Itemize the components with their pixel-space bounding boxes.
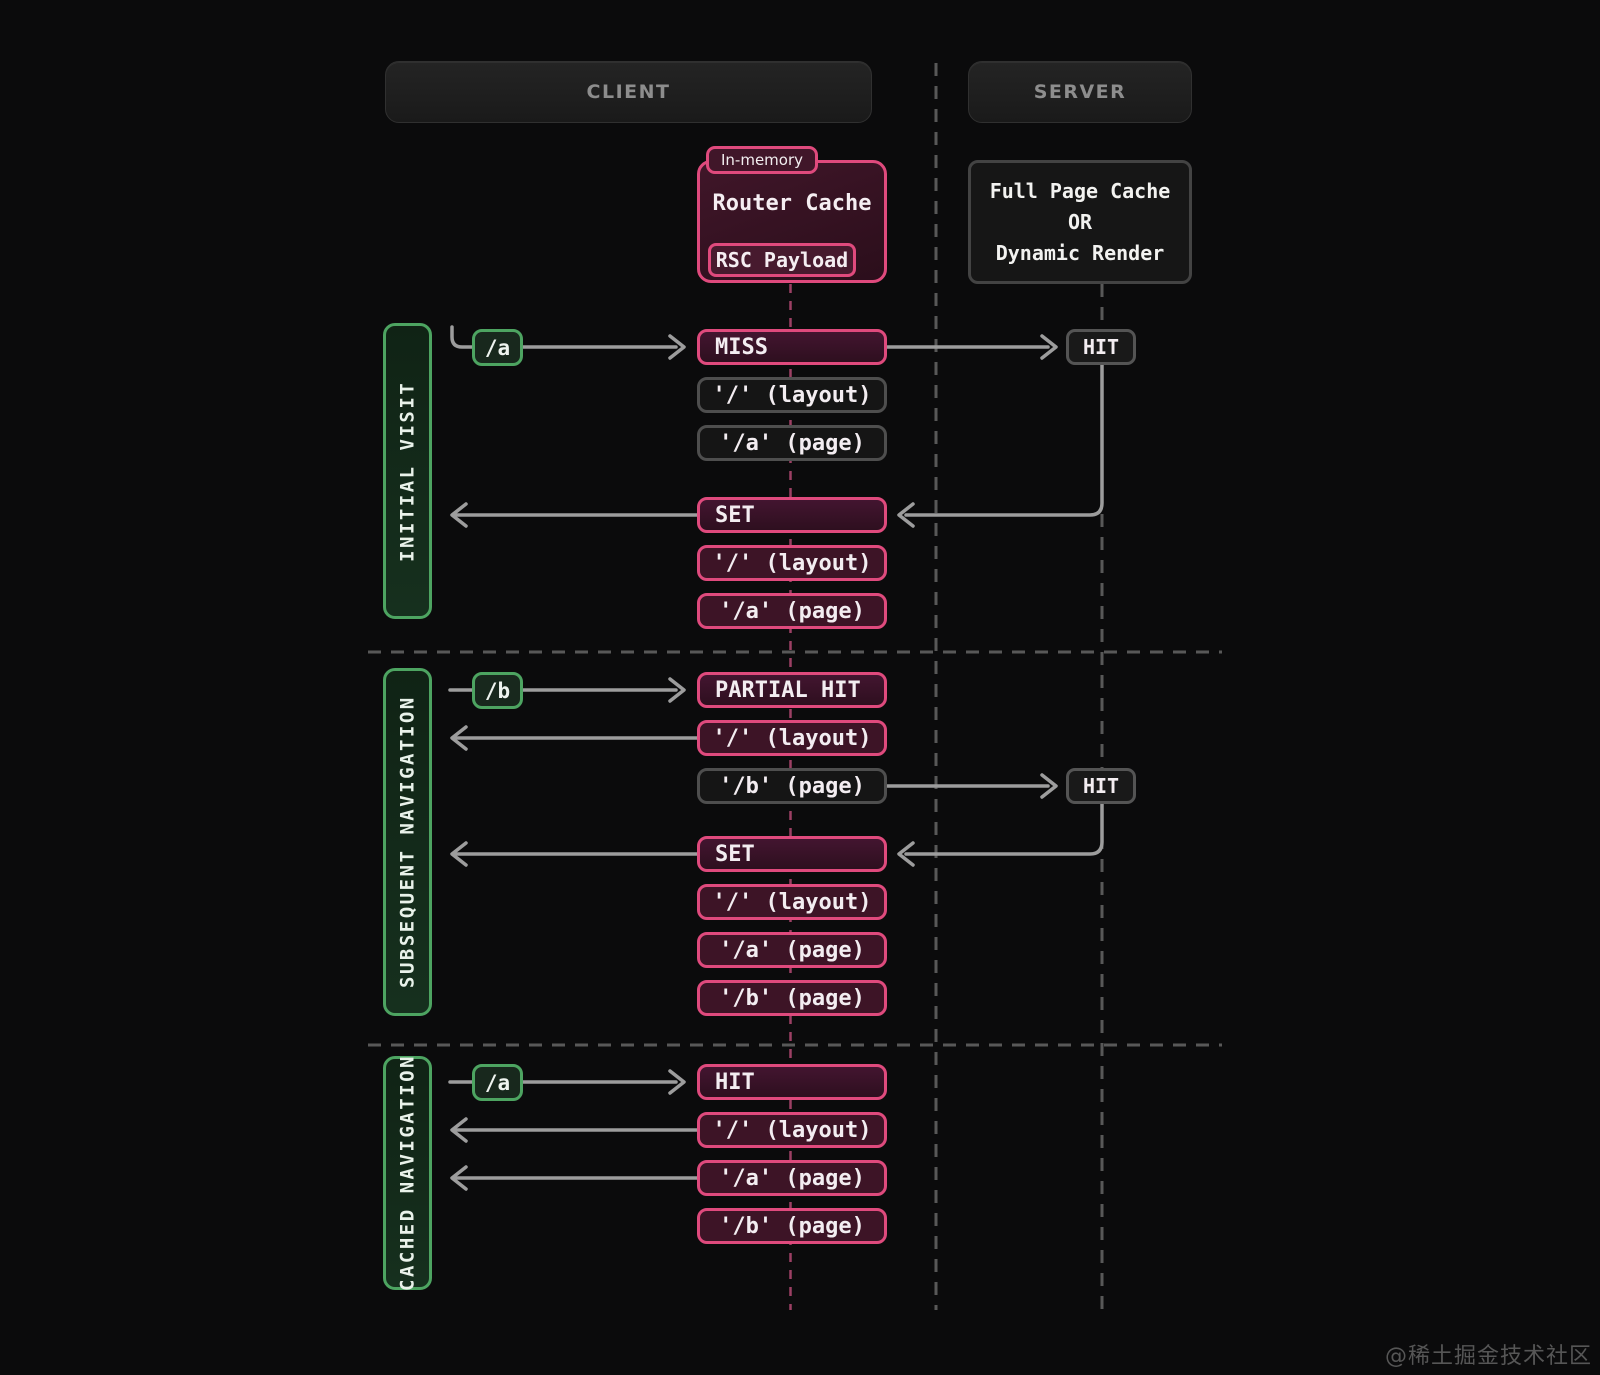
server-hit-box: HIT	[1066, 768, 1136, 804]
watermark: @稀土掘金技术社区	[1385, 1338, 1592, 1370]
section-label-subsequent-navigation: SUBSEQUENT NAVIGATION	[383, 668, 432, 1016]
client-lane-header: CLIENT	[385, 61, 872, 123]
payload-layout-box: '/' (layout)	[697, 545, 887, 581]
payload-page-box: '/b' (page)	[697, 1208, 887, 1244]
payload-layout-box: '/' (layout)	[697, 884, 887, 920]
router-cache-box: Router Cache RSC Payload	[697, 160, 887, 283]
payload-page-box: '/a' (page)	[697, 425, 887, 461]
rsc-payload-box: RSC Payload	[708, 243, 856, 277]
server-hit-box: HIT	[1066, 329, 1136, 365]
route-chip-a: /a	[472, 329, 523, 366]
payload-layout-box: '/' (layout)	[697, 377, 887, 413]
payload-page-box: '/b' (page)	[697, 768, 887, 804]
payload-page-box: '/a' (page)	[697, 1160, 887, 1196]
route-chip-b: /b	[472, 672, 523, 709]
payload-page-box: '/b' (page)	[697, 980, 887, 1016]
server-cache-line: OR	[971, 207, 1189, 238]
cache-set-box: SET	[697, 497, 887, 533]
in-memory-tag: In-memory	[706, 146, 818, 174]
cache-partial-hit-box: PARTIAL HIT	[697, 672, 887, 708]
payload-page-box: '/a' (page)	[697, 932, 887, 968]
payload-layout-box: '/' (layout)	[697, 1112, 887, 1148]
route-chip-a: /a	[472, 1064, 523, 1101]
router-cache-title: Router Cache	[700, 191, 884, 216]
cache-hit-box: HIT	[697, 1064, 887, 1100]
cache-set-box: SET	[697, 836, 887, 872]
server-cache-line: Full Page Cache	[971, 176, 1189, 207]
payload-layout-box: '/' (layout)	[697, 720, 887, 756]
server-lane-header: SERVER	[968, 61, 1192, 123]
payload-page-box: '/a' (page)	[697, 593, 887, 629]
section-label-cached-navigation: CACHED NAVIGATION	[383, 1056, 432, 1290]
cache-miss-box: MISS	[697, 329, 887, 365]
server-cache-box: Full Page Cache OR Dynamic Render	[968, 160, 1192, 284]
server-cache-line: Dynamic Render	[971, 238, 1189, 269]
section-label-initial-visit: INITIAL VISIT	[383, 323, 432, 619]
